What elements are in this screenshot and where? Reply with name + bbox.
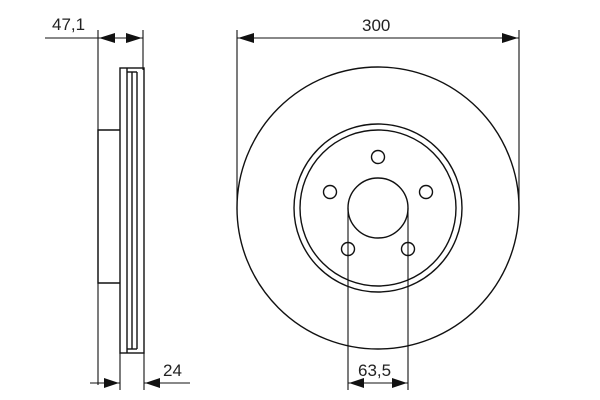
diameter-dimension-label: 300 [362,16,390,35]
hub-outer-ring [293,123,463,293]
arrow-right-icon [392,378,407,388]
arrow-left-icon [145,378,160,388]
disc-profile [119,67,145,354]
hat-profile [97,129,120,284]
side-view: 47,1 24 [45,15,190,390]
outer-disc-circle [236,66,520,350]
bore-dimension-label: 63,5 [358,361,391,380]
bolt-hole-icon [418,184,434,200]
arrow-left-icon [349,378,364,388]
center-bore-circle [347,177,409,239]
height-dimension-label: 47,1 [52,15,85,34]
hub-inner-ring [299,129,457,287]
front-view: 300 63,5 [236,16,520,390]
arrow-left-icon [238,33,254,43]
arrow-right-icon [502,33,518,43]
arrow-right-icon [104,378,119,388]
thickness-dimension-label: 24 [163,361,182,380]
arrow-right-icon [126,33,142,43]
bolt-hole-icon [370,149,386,165]
bolt-hole-icon [322,184,338,200]
arrow-left-icon [99,33,115,43]
